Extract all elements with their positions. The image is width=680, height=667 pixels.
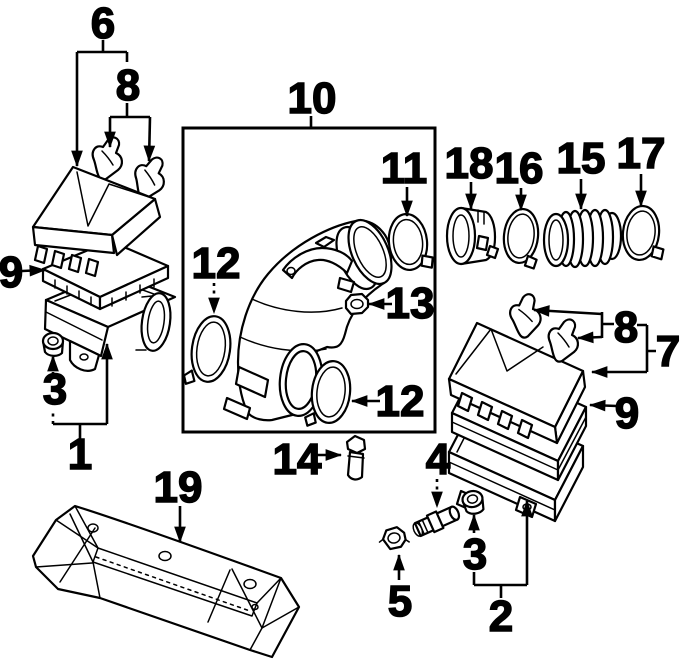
hose-clamp-icon (387, 212, 434, 272)
callout-12-label[interactable]: 12 (191, 238, 241, 289)
grommet-icon (41, 331, 65, 357)
shield-hole (251, 603, 259, 611)
shield-hole (243, 578, 257, 590)
hose-clamp-icon (304, 360, 352, 427)
shield-outline (31, 504, 301, 659)
callout-8-label[interactable]: 8 (115, 60, 141, 111)
bolt-icon (378, 526, 410, 551)
callout-6-bracket (77, 40, 129, 62)
callout-6-label[interactable]: 6 (90, 0, 116, 49)
callout-8-label[interactable]: 8 (613, 302, 639, 353)
callout-3-label[interactable]: 3 (42, 364, 68, 415)
hose-clamp-icon (502, 207, 540, 270)
callout-14-label[interactable]: 14 (272, 434, 323, 485)
duct-resonator-pad (234, 365, 270, 399)
callout-19-label[interactable]: 19 (153, 462, 203, 513)
flex-hose-icon (542, 208, 623, 269)
callout-1-label[interactable]: 1 (67, 429, 93, 480)
cover-clip-icon (91, 136, 124, 181)
cover-clip-icon (547, 318, 580, 363)
latch-tabs (456, 391, 534, 440)
callout-8-arrow (576, 331, 603, 344)
left-air-cleaner-assembly-icon (31, 136, 177, 372)
intake-duct-icon (222, 218, 393, 422)
callout-10-label[interactable]: 10 (287, 73, 337, 124)
callout-10-group-box (181, 126, 437, 434)
latch-tabs (33, 244, 100, 278)
callout-5-label[interactable]: 5 (387, 576, 413, 627)
air-mass-sensor-icon (445, 206, 500, 266)
callout-9-arrow (21, 264, 47, 277)
callout-18-label[interactable]: 18 (444, 138, 494, 189)
callout-15-label[interactable]: 15 (556, 133, 606, 184)
callout-4-label[interactable]: 4 (425, 434, 452, 485)
callout-8-arrow (143, 116, 156, 163)
shield-hole (158, 550, 172, 562)
callout-11-label[interactable]: 11 (380, 143, 428, 194)
callout-9-label[interactable]: 9 (0, 247, 24, 298)
callout-2-label[interactable]: 2 (488, 591, 514, 642)
nut-icon (344, 292, 370, 316)
callout-1-bracket (53, 422, 107, 442)
housing-foot (68, 339, 101, 372)
callout-3-label[interactable]: 3 (462, 529, 488, 580)
callout-9-arrow (588, 399, 618, 412)
grommet-icon (460, 488, 487, 517)
filter-element-icon (41, 239, 170, 311)
callout-8-bracket (600, 312, 614, 338)
callout-labels: 6 8 9 3 1 10 11 12 13 12 14 18 16 15 17 … (0, 0, 680, 642)
hose-clamp-icon (621, 204, 665, 262)
callout-2-bracket (472, 572, 527, 598)
duct-bracket (281, 246, 354, 280)
callout-8-bracket (110, 103, 150, 119)
callout-12-label[interactable]: 12 (375, 376, 425, 427)
callout-leaders (21, 40, 656, 598)
valve-icon (345, 434, 367, 481)
callout-8-arrow (532, 305, 603, 317)
stud-fitting-icon (412, 505, 461, 538)
cover-icon (31, 165, 162, 278)
callout-17-label[interactable]: 17 (616, 128, 666, 179)
hose-clamp-icon (182, 315, 232, 385)
duct-stud-tab (336, 276, 356, 294)
cover-icon (447, 321, 587, 445)
mounting-hole (79, 353, 89, 361)
shield-hole (87, 523, 99, 533)
splash-shield-icon (31, 504, 301, 659)
callout-16-label[interactable]: 16 (494, 143, 544, 194)
callout-13-label[interactable]: 13 (385, 278, 435, 329)
cover-clip-icon (506, 291, 545, 341)
callout-7-bracket (637, 323, 656, 372)
callout-9-label[interactable]: 9 (614, 388, 640, 439)
duct-inlet-opening (347, 218, 393, 286)
callout-7-label[interactable]: 7 (655, 326, 680, 377)
